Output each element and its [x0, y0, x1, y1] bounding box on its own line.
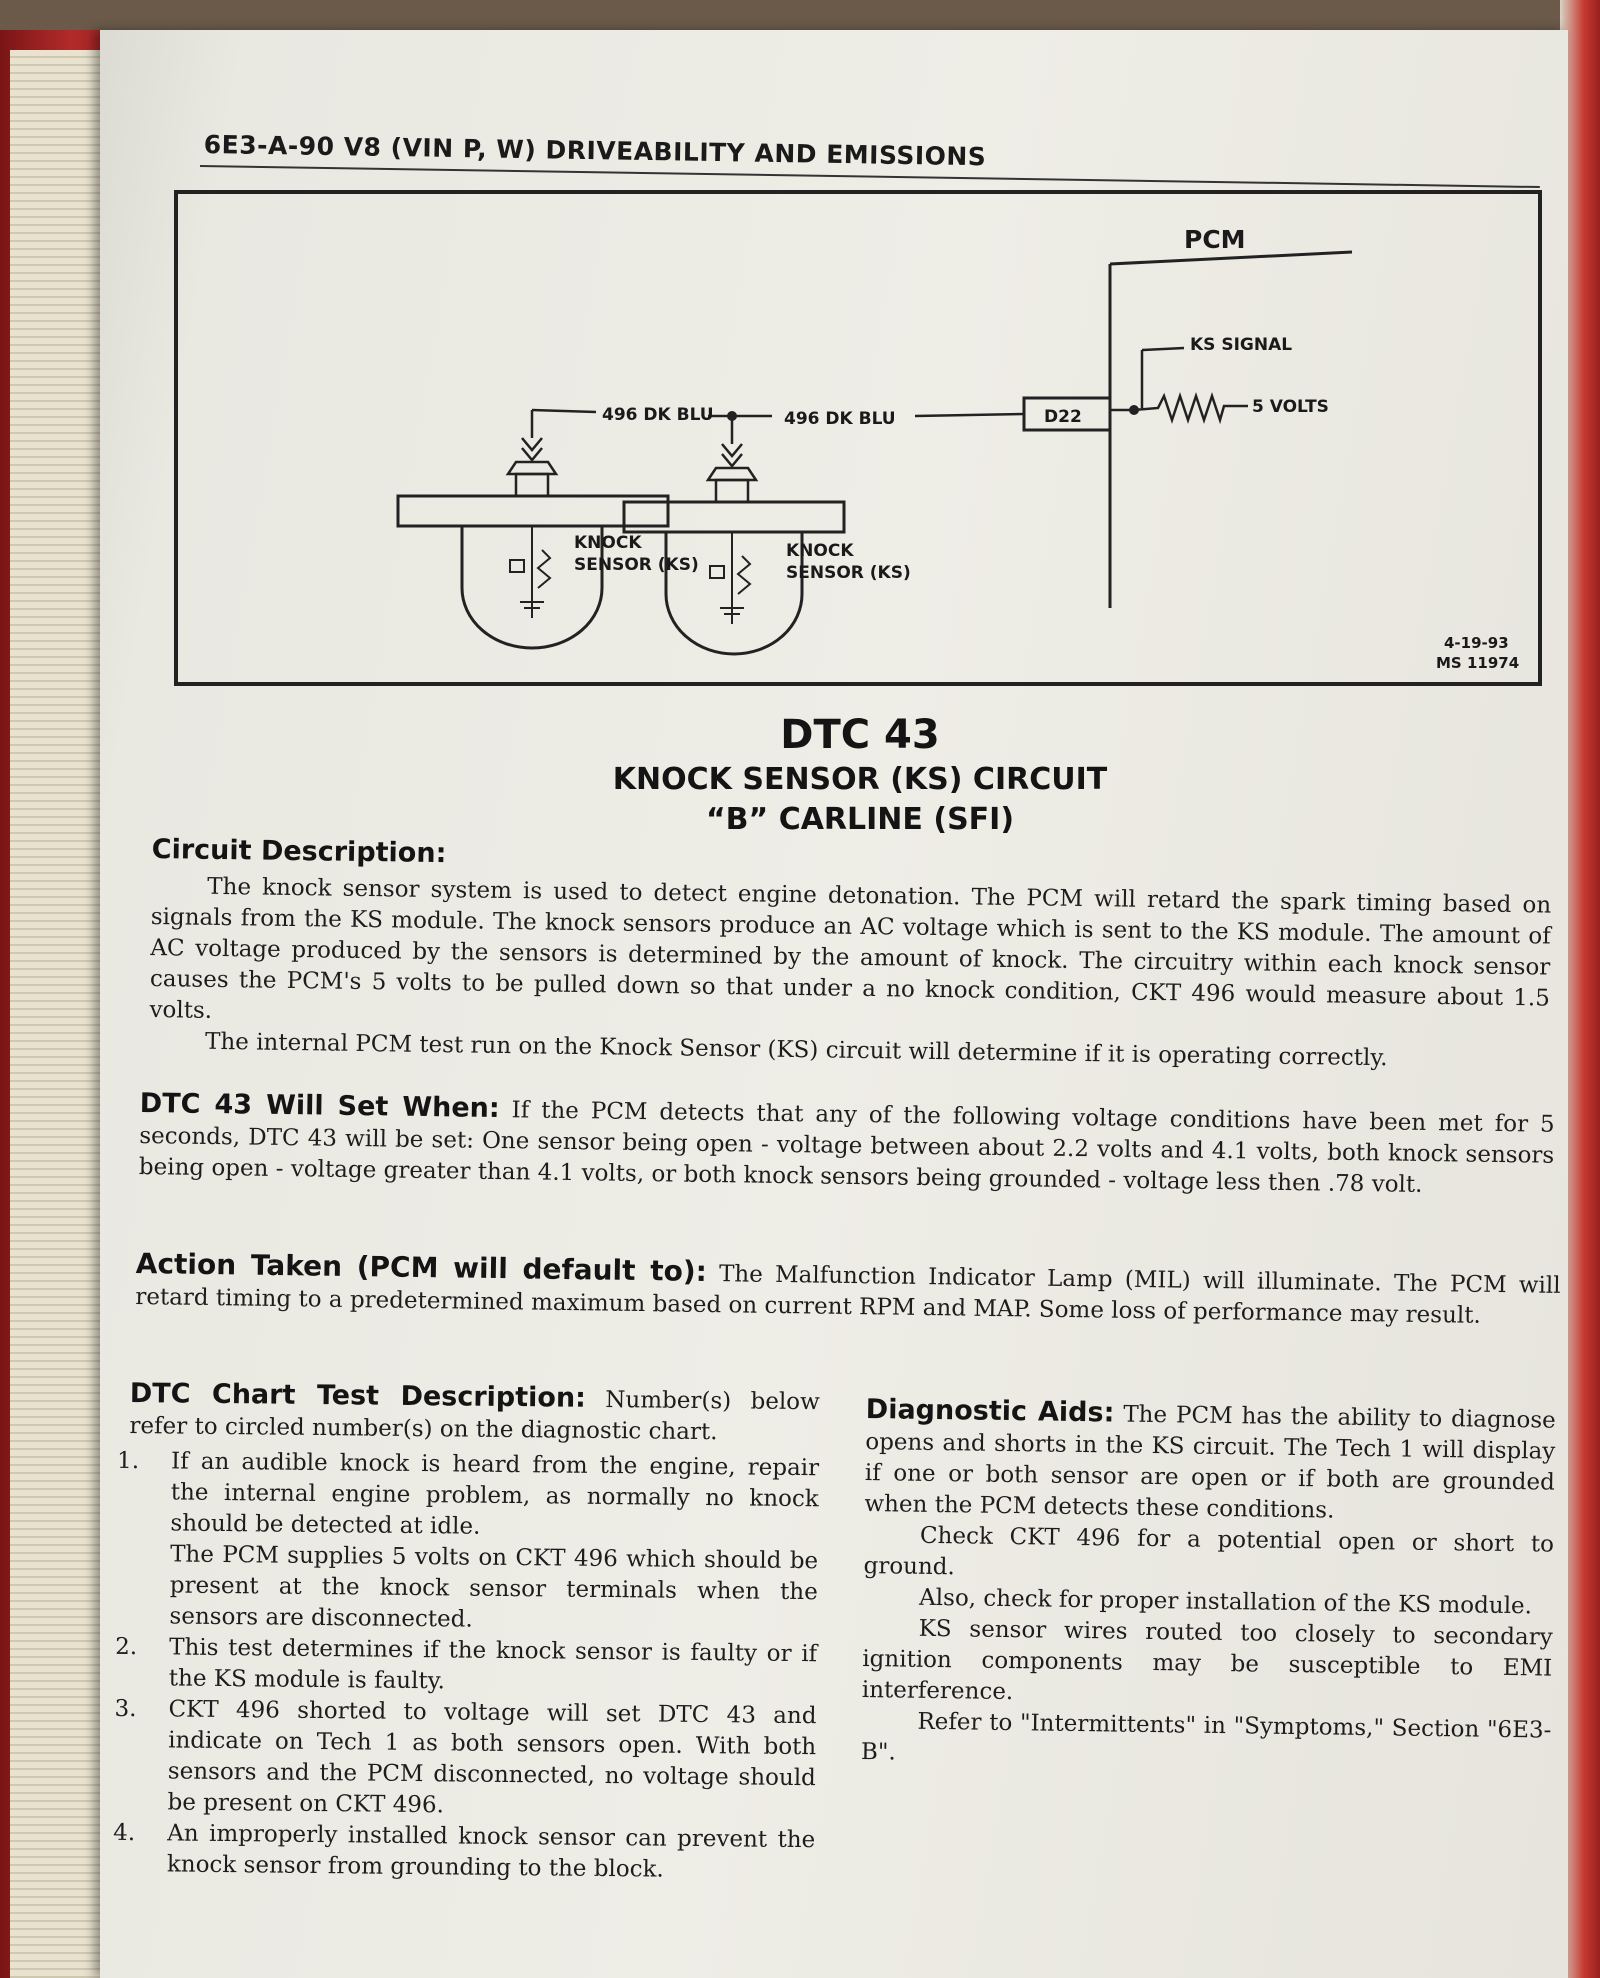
action-taken-heading: Action Taken (PCM will default to): [135, 1247, 708, 1288]
list-item-text: If an audible knock is heard from the en… [170, 1448, 820, 1540]
wire-label-left: 496 DK BLU [602, 405, 714, 425]
list-item-number: 1. [116, 1447, 140, 1475]
pcm-top-line [1109, 250, 1353, 266]
manual-page [100, 30, 1568, 1978]
wire-label-right: 496 DK BLU [784, 409, 896, 429]
five-volts-label: 5 VOLTS [1252, 397, 1329, 417]
list-item-text: This test determines if the knock sensor… [168, 1634, 818, 1695]
diagnostic-aids-para2: Check CKT 496 for a potential open or sh… [863, 1522, 1555, 1581]
diagram-ms-code: MS 11974 [1436, 654, 1519, 672]
circuit-description: Circuit Description: The knock sensor sy… [149, 834, 1552, 1077]
terminal-d22-label: D22 [1044, 407, 1082, 427]
list-item: 4. An improperly installed knock sensor … [113, 1818, 816, 1887]
wiring-diagram: PCM KS SIGNAL 5 VOLTS D22 496 DK BLU 496… [172, 188, 1544, 688]
diagnostic-aids-para5: Refer to "Intermittents" in "Symptoms," … [860, 1708, 1552, 1766]
chart-test-heading: DTC Chart Test Description: [129, 1378, 587, 1414]
list-item-text: CKT 496 shorted to voltage will set DTC … [167, 1696, 817, 1819]
dtc-title: DTC 43 [780, 712, 940, 758]
ks-signal-lead-h [1141, 346, 1185, 352]
diagnostic-aids-heading: Diagnostic Aids: [865, 1394, 1115, 1429]
list-item-extra: The PCM supplies 5 volts on CKT 496 whic… [169, 1541, 819, 1633]
knock-sensor-right [622, 443, 846, 656]
list-item-number: 3. [114, 1695, 137, 1723]
wire-left-seg [531, 408, 597, 414]
title-block: DTC 43 KNOCK SENSOR (KS) CIRCUIT “B” CAR… [480, 712, 1240, 838]
dtc-subtitle-2: “B” CARLINE (SFI) [705, 802, 1015, 837]
circuit-description-para1: The knock sensor system is used to detec… [149, 873, 1552, 1024]
ks-signal-label: KS SIGNAL [1190, 335, 1292, 355]
list-item-number: 2. [115, 1633, 138, 1661]
diagram-frame [174, 190, 1542, 686]
diagnostic-aids-para4: KS sensor wires routed too closely to se… [861, 1615, 1553, 1706]
knock-sensor-left [396, 437, 670, 650]
list-item-text: An improperly installed knock sensor can… [166, 1820, 816, 1883]
sensor-left-label-2: SENSOR (KS) [574, 555, 699, 575]
list-item: 2. This test determines if the knock sen… [115, 1632, 818, 1701]
diagram-date-code: 4-19-93 [1444, 634, 1509, 652]
sensor-right-label-1: KNOCK [786, 541, 854, 561]
wiring-diagram-svg: PCM KS SIGNAL 5 VOLTS D22 496 DK BLU 496… [174, 190, 1542, 686]
will-set-heading: DTC 43 Will Set When: [139, 1088, 500, 1125]
will-set-section: DTC 43 Will Set When: If the PCM detects… [139, 1088, 1555, 1203]
sensor-right-label-2: SENSOR (KS) [786, 563, 911, 583]
list-item: 3. CKT 496 shorted to voltage will set D… [114, 1694, 817, 1825]
pullup-resistor [1133, 392, 1248, 425]
chart-test-list: 1. If an audible knock is heard from the… [113, 1446, 820, 1887]
list-item-number: 4. [113, 1819, 136, 1847]
wire-to-d22 [914, 412, 1025, 418]
list-item: 1. If an audible knock is heard from the… [117, 1446, 820, 1639]
sensor-left-label-1: KNOCK [574, 533, 642, 553]
dtc-subtitle-1: KNOCK SENSOR (KS) CIRCUIT [612, 762, 1108, 797]
pcm-label: PCM [1184, 225, 1246, 254]
diagnostic-aids-section: Diagnostic Aids: The PCM has the ability… [861, 1394, 1556, 1778]
chart-test-section: DTC Chart Test Description: Number(s) be… [113, 1378, 820, 1887]
